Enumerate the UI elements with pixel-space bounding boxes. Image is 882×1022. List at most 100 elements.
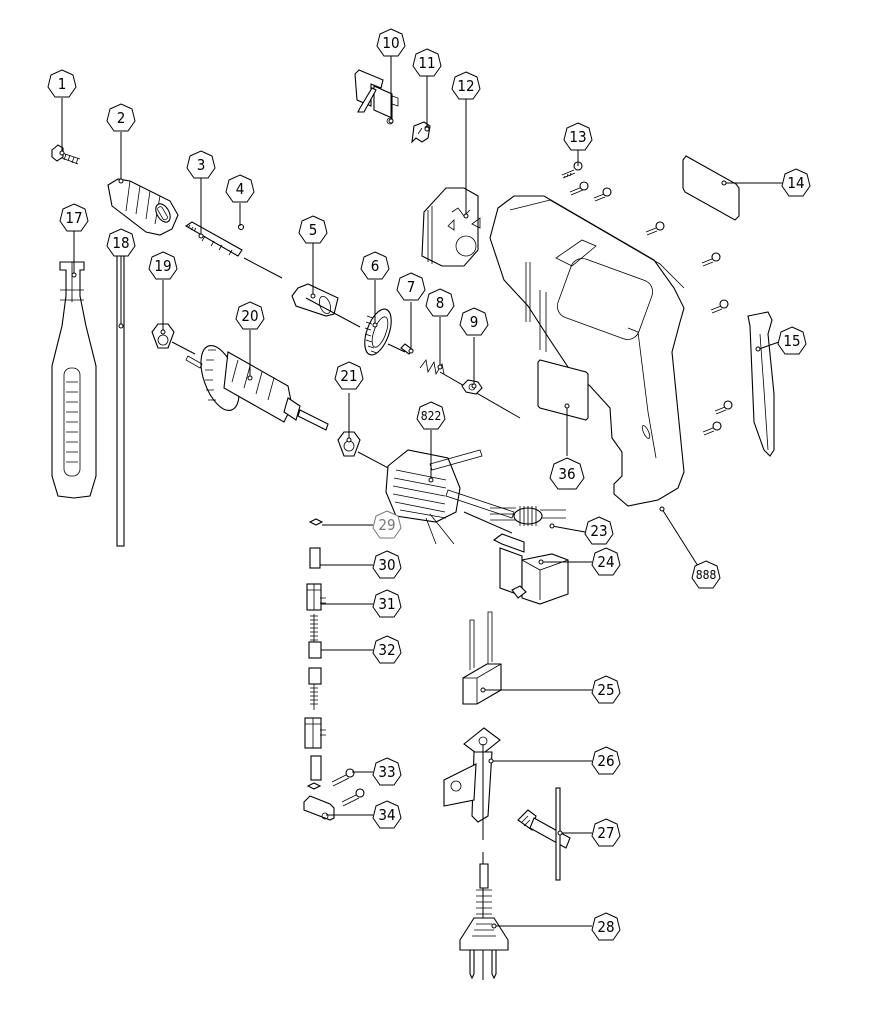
part-label-4[interactable]: 4 — [225, 174, 255, 203]
part-label-888[interactable]: 888 — [691, 560, 721, 589]
part-chuck-screw — [51, 144, 81, 165]
part-cord-guard — [443, 727, 501, 840]
part-label-32[interactable]: 32 — [372, 635, 402, 664]
part-number: 24 — [597, 553, 614, 571]
part-label-14[interactable]: 14 — [781, 168, 811, 197]
part-switch — [492, 533, 569, 605]
part-number: 4 — [236, 180, 245, 198]
part-label-1[interactable]: 1 — [47, 69, 77, 98]
part-label-13[interactable]: 13 — [563, 122, 593, 151]
leader-lines — [61, 56, 782, 927]
part-carbon-brush — [308, 614, 322, 659]
part-number: 8 — [436, 294, 445, 312]
part-label-24[interactable]: 24 — [591, 547, 621, 576]
part-inductor — [490, 506, 566, 526]
part-label-822[interactable]: 822 — [416, 401, 446, 430]
part-number: 13 — [569, 128, 586, 146]
part-label-23[interactable]: 23 — [584, 516, 614, 545]
part-keyed-chuck — [107, 178, 179, 236]
part-label-36[interactable]: 36 — [549, 457, 585, 490]
part-number: 888 — [696, 568, 717, 582]
part-number: 1 — [58, 75, 67, 93]
part-number: 31 — [378, 595, 395, 613]
part-label-19[interactable]: 19 — [148, 251, 178, 280]
part-number: 17 — [65, 209, 82, 227]
part-stator — [385, 449, 515, 545]
part-number: 23 — [590, 522, 607, 540]
part-number: 12 — [457, 77, 474, 95]
part-brush-clamp — [303, 795, 335, 821]
part-label-17[interactable]: 17 — [59, 203, 89, 232]
part-armature — [185, 345, 329, 431]
part-label-33[interactable]: 33 — [372, 757, 402, 786]
part-number: 20 — [241, 307, 258, 325]
part-label-9[interactable]: 9 — [459, 307, 489, 336]
part-brush-set-lower — [304, 667, 326, 749]
part-number: 15 — [783, 332, 800, 350]
part-number: 21 — [340, 367, 357, 385]
part-number: 29 — [378, 516, 395, 534]
part-label-25[interactable]: 25 — [591, 675, 621, 704]
part-label-26[interactable]: 26 — [591, 746, 621, 775]
part-label-6[interactable]: 6 — [360, 251, 390, 280]
part-label-7[interactable]: 7 — [396, 272, 426, 301]
part-label-29[interactable]: 29 — [372, 510, 402, 539]
part-label-34[interactable]: 34 — [372, 800, 402, 829]
part-number: 9 — [470, 313, 479, 331]
part-power-cord-plug — [459, 852, 509, 980]
part-label-28[interactable]: 28 — [591, 912, 621, 941]
part-housing-screws — [561, 161, 733, 436]
part-handle-cover — [747, 311, 775, 457]
part-output-spindle — [184, 221, 283, 279]
part-capacitor — [462, 611, 502, 705]
part-rear-bearing — [337, 431, 393, 471]
part-label-21[interactable]: 21 — [334, 361, 364, 390]
part-number: 7 — [407, 278, 416, 296]
part-label-20[interactable]: 20 — [235, 301, 265, 330]
part-number: 33 — [378, 763, 395, 781]
leader-dots — [59, 118, 761, 929]
part-brush-holder-screws — [306, 755, 365, 807]
part-gear — [364, 308, 406, 356]
part-side-label — [537, 359, 589, 421]
part-number: 18 — [112, 234, 129, 252]
part-label-5[interactable]: 5 — [298, 215, 328, 244]
part-number: 10 — [382, 34, 399, 52]
part-auxiliary-handle — [51, 261, 97, 499]
part-label-31[interactable]: 31 — [372, 589, 402, 618]
part-steel-ball — [237, 223, 245, 231]
part-label-11[interactable]: 11 — [412, 48, 442, 77]
part-number: 6 — [371, 257, 380, 275]
part-label-12[interactable]: 12 — [451, 71, 481, 100]
part-number: 3 — [197, 156, 206, 174]
part-number: 19 — [154, 257, 171, 275]
part-number: 30 — [378, 556, 395, 574]
part-label-10[interactable]: 10 — [376, 28, 406, 57]
part-label-2[interactable]: 2 — [106, 103, 136, 132]
part-brush-sleeve — [309, 547, 321, 569]
part-number: 27 — [597, 824, 614, 842]
part-number: 34 — [378, 806, 395, 824]
part-number: 36 — [558, 465, 575, 483]
part-gear-housing-plate — [421, 187, 481, 267]
part-label-3[interactable]: 3 — [186, 150, 216, 179]
part-hammer-lever — [354, 69, 399, 125]
part-housing — [489, 195, 685, 507]
part-number: 28 — [597, 918, 614, 936]
part-label-18[interactable]: 18 — [106, 228, 136, 257]
part-label-15[interactable]: 15 — [777, 326, 807, 355]
part-number: 32 — [378, 641, 395, 659]
part-label-27[interactable]: 27 — [591, 818, 621, 847]
part-brush-holder — [306, 583, 326, 611]
part-bearing-sleeve — [291, 283, 361, 328]
part-label-30[interactable]: 30 — [372, 550, 402, 579]
part-number: 11 — [418, 54, 435, 72]
part-number: 5 — [309, 221, 318, 239]
part-number: 822 — [421, 409, 442, 423]
part-number: 26 — [597, 752, 614, 770]
part-label-8[interactable]: 8 — [425, 288, 455, 317]
part-top-label-plate — [682, 155, 740, 221]
part-brush-spacer — [308, 518, 324, 526]
part-number: 25 — [597, 681, 614, 699]
